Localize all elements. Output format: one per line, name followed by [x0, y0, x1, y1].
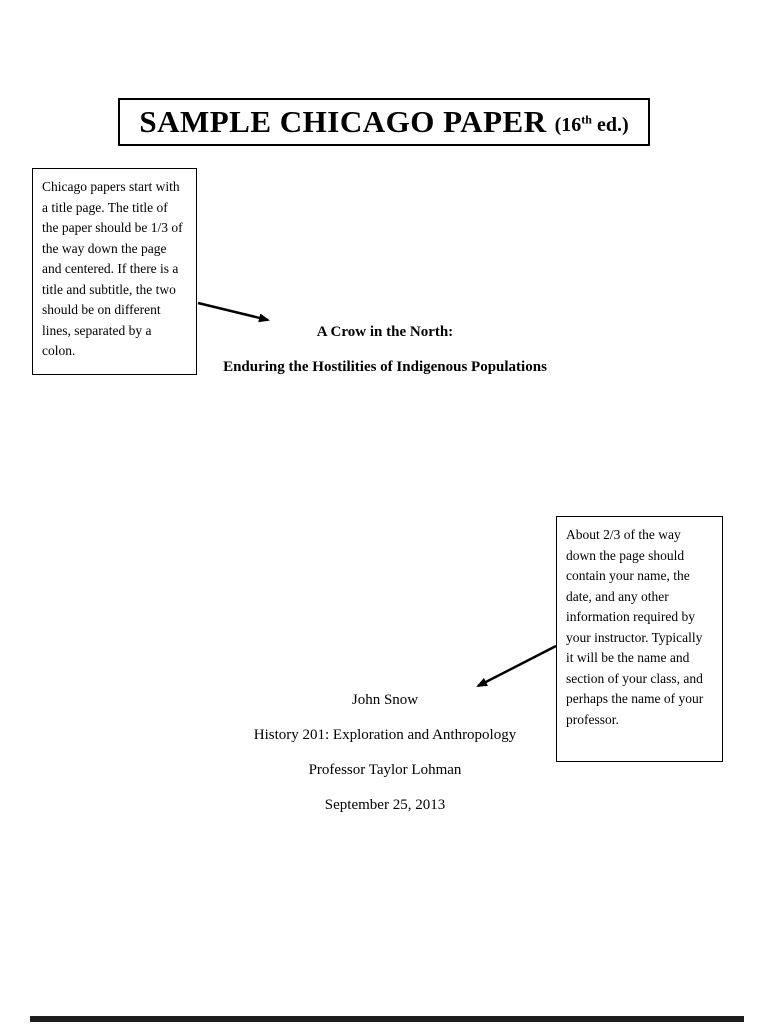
edition-rest: ed.) [591, 113, 629, 136]
edition-open: (16 [554, 113, 582, 136]
header-banner: SAMPLE CHICAGO PAPER (16th ed.) [118, 98, 650, 146]
professor-name: Professor Taylor Lohman [308, 762, 462, 778]
info-annotation-arrow [476, 644, 557, 688]
page-bottom-edge [30, 1016, 744, 1022]
page-title: SAMPLE CHICAGO PAPER [139, 104, 547, 139]
title-annotation-box: Chicago papers start with a title page. … [32, 168, 197, 375]
paper-date: September 25, 2013 [324, 797, 446, 813]
info-annotation-box: About 2/3 of the way down the page shoul… [556, 516, 723, 762]
title-annotation-text: Chicago papers start with a title page. … [42, 179, 183, 358]
info-annotation-text: About 2/3 of the way down the page shoul… [566, 527, 704, 727]
title-annotation-arrow [197, 301, 270, 323]
edition-superscript: th [581, 111, 592, 126]
edition-label: (16th ed.) [554, 111, 629, 137]
